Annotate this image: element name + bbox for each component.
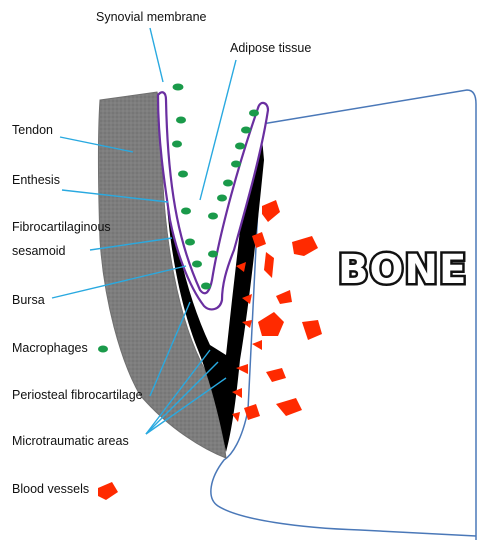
macrophage — [178, 171, 188, 178]
macrophage — [173, 84, 184, 91]
blood-vessel — [292, 236, 318, 256]
blood-vessel — [276, 398, 302, 416]
label-bursa: Bursa — [12, 293, 45, 307]
leader-adipose — [200, 60, 236, 200]
label-blood-vessels: Blood vessels — [12, 482, 89, 496]
blood-vessel — [258, 312, 284, 336]
macrophage — [201, 283, 211, 290]
macrophage — [192, 261, 202, 268]
label-synovial-membrane: Synovial membrane — [96, 10, 207, 24]
macrophage — [181, 208, 191, 215]
macrophage — [208, 213, 218, 220]
macrophage — [176, 117, 186, 124]
blood-vessel — [252, 340, 262, 350]
macrophage — [208, 251, 218, 258]
macrophage — [241, 127, 251, 134]
label-sesamoid: sesamoid — [12, 244, 66, 258]
label-fibrocartilaginous: Fibrocartilaginous — [12, 220, 111, 234]
label-adipose-tissue: Adipose tissue — [230, 41, 311, 55]
macrophage — [235, 143, 245, 150]
blood-vessel — [302, 320, 322, 340]
macrophage — [217, 195, 227, 202]
label-tendon: Tendon — [12, 123, 53, 137]
macrophage — [249, 110, 259, 117]
blood-vessel — [276, 290, 292, 304]
macrophage-legend-icon — [98, 346, 108, 353]
blood-vessel — [264, 252, 274, 278]
blood-vessel — [262, 200, 280, 222]
label-enthesis: Enthesis — [12, 173, 60, 187]
blood-vessel — [266, 368, 286, 382]
macrophage — [172, 141, 182, 148]
bone-label: BONE — [338, 247, 467, 293]
macrophage — [185, 239, 195, 246]
macrophage — [223, 180, 233, 187]
label-microtraumatic-areas: Microtraumatic areas — [12, 434, 129, 448]
leader-synovial — [150, 28, 163, 82]
label-periosteal-fibrocartilage: Periosteal fibrocartilage — [12, 388, 143, 402]
label-macrophages: Macrophages — [12, 341, 88, 355]
macrophage — [231, 161, 241, 168]
blood-vessel-legend-icon — [98, 482, 118, 500]
